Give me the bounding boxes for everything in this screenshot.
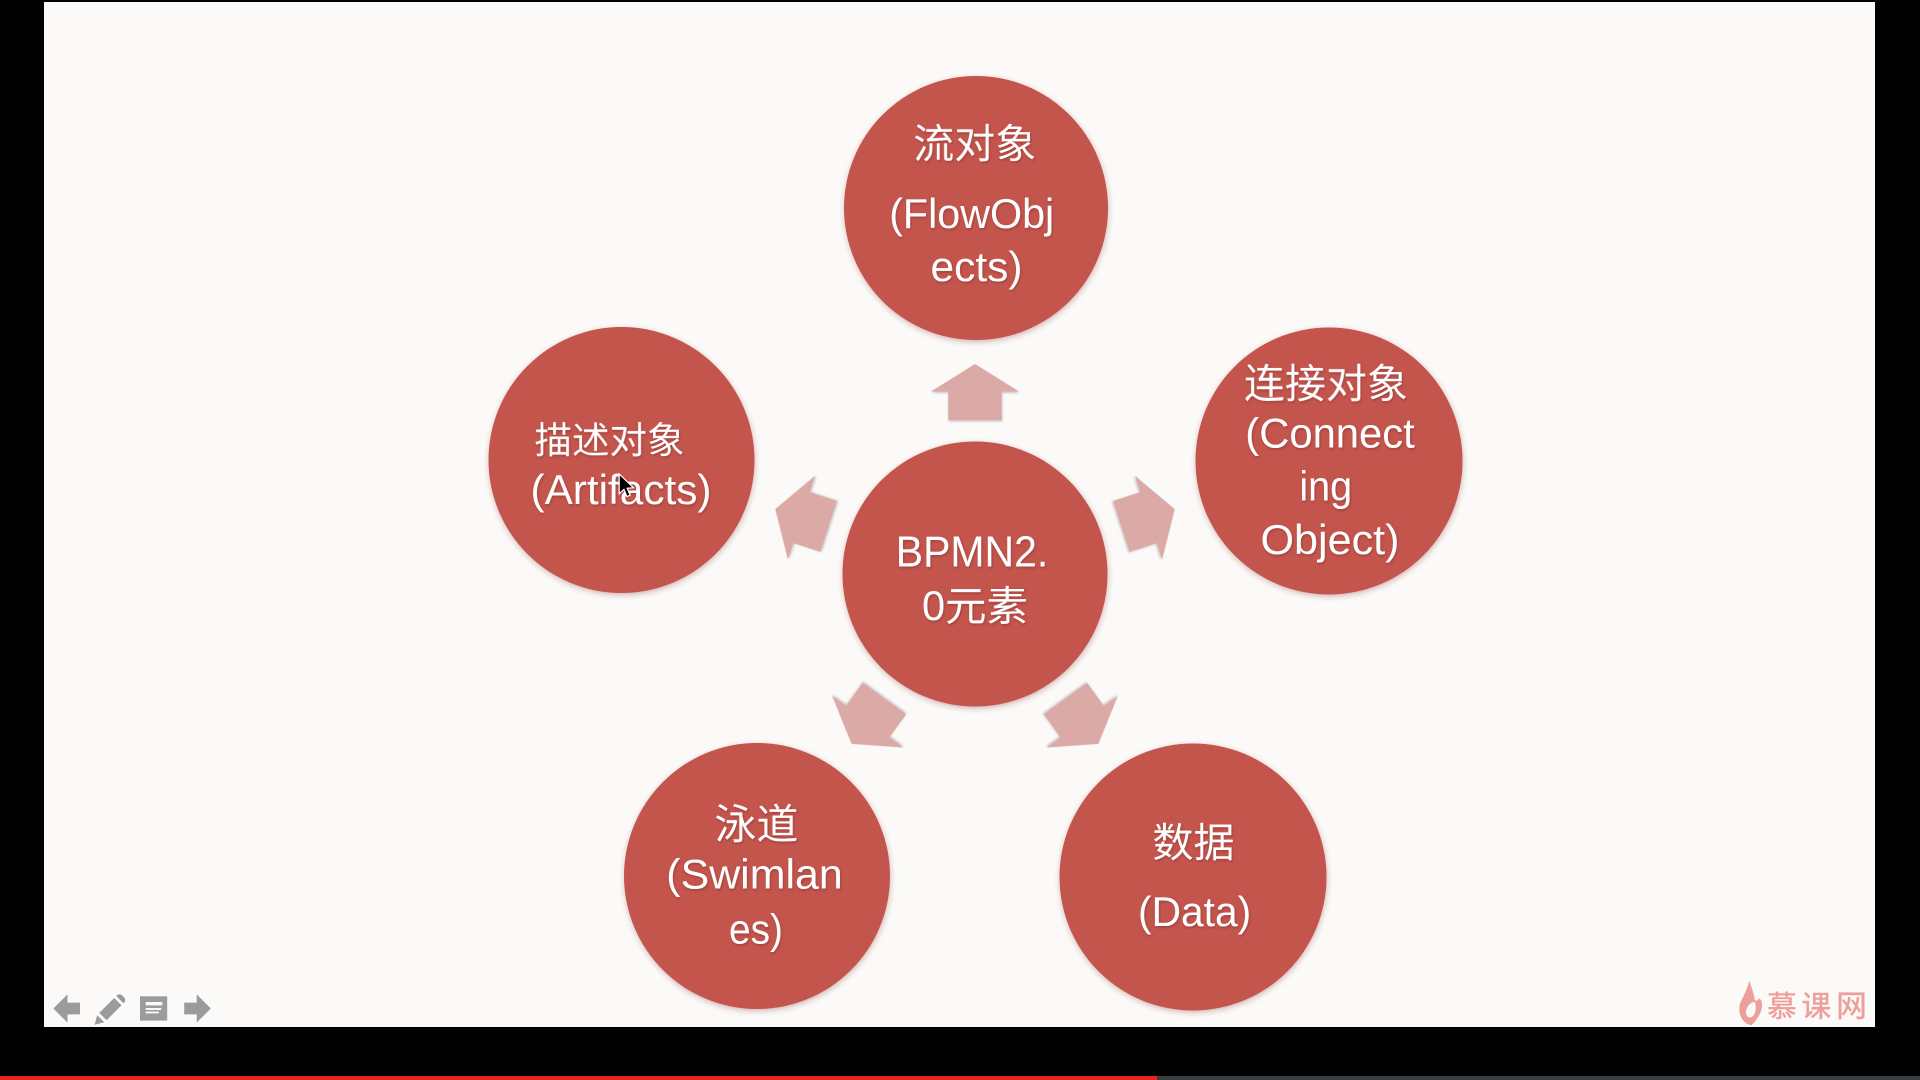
- svg-text:0: 0: [922, 582, 945, 629]
- svg-text:(Data): (Data): [1138, 888, 1251, 935]
- svg-text:es): es): [729, 906, 783, 953]
- svg-text:(FlowObj: (FlowObj: [889, 190, 1054, 237]
- svg-text:(Swimlan: (Swimlan: [666, 850, 842, 897]
- svg-text:(Connect: (Connect: [1245, 410, 1415, 457]
- svg-text:ing: ing: [1299, 463, 1352, 510]
- svg-text:ects): ects): [931, 243, 1023, 290]
- svg-text:BPMN2.: BPMN2.: [896, 529, 1049, 577]
- svg-text:Object): Object): [1261, 516, 1400, 563]
